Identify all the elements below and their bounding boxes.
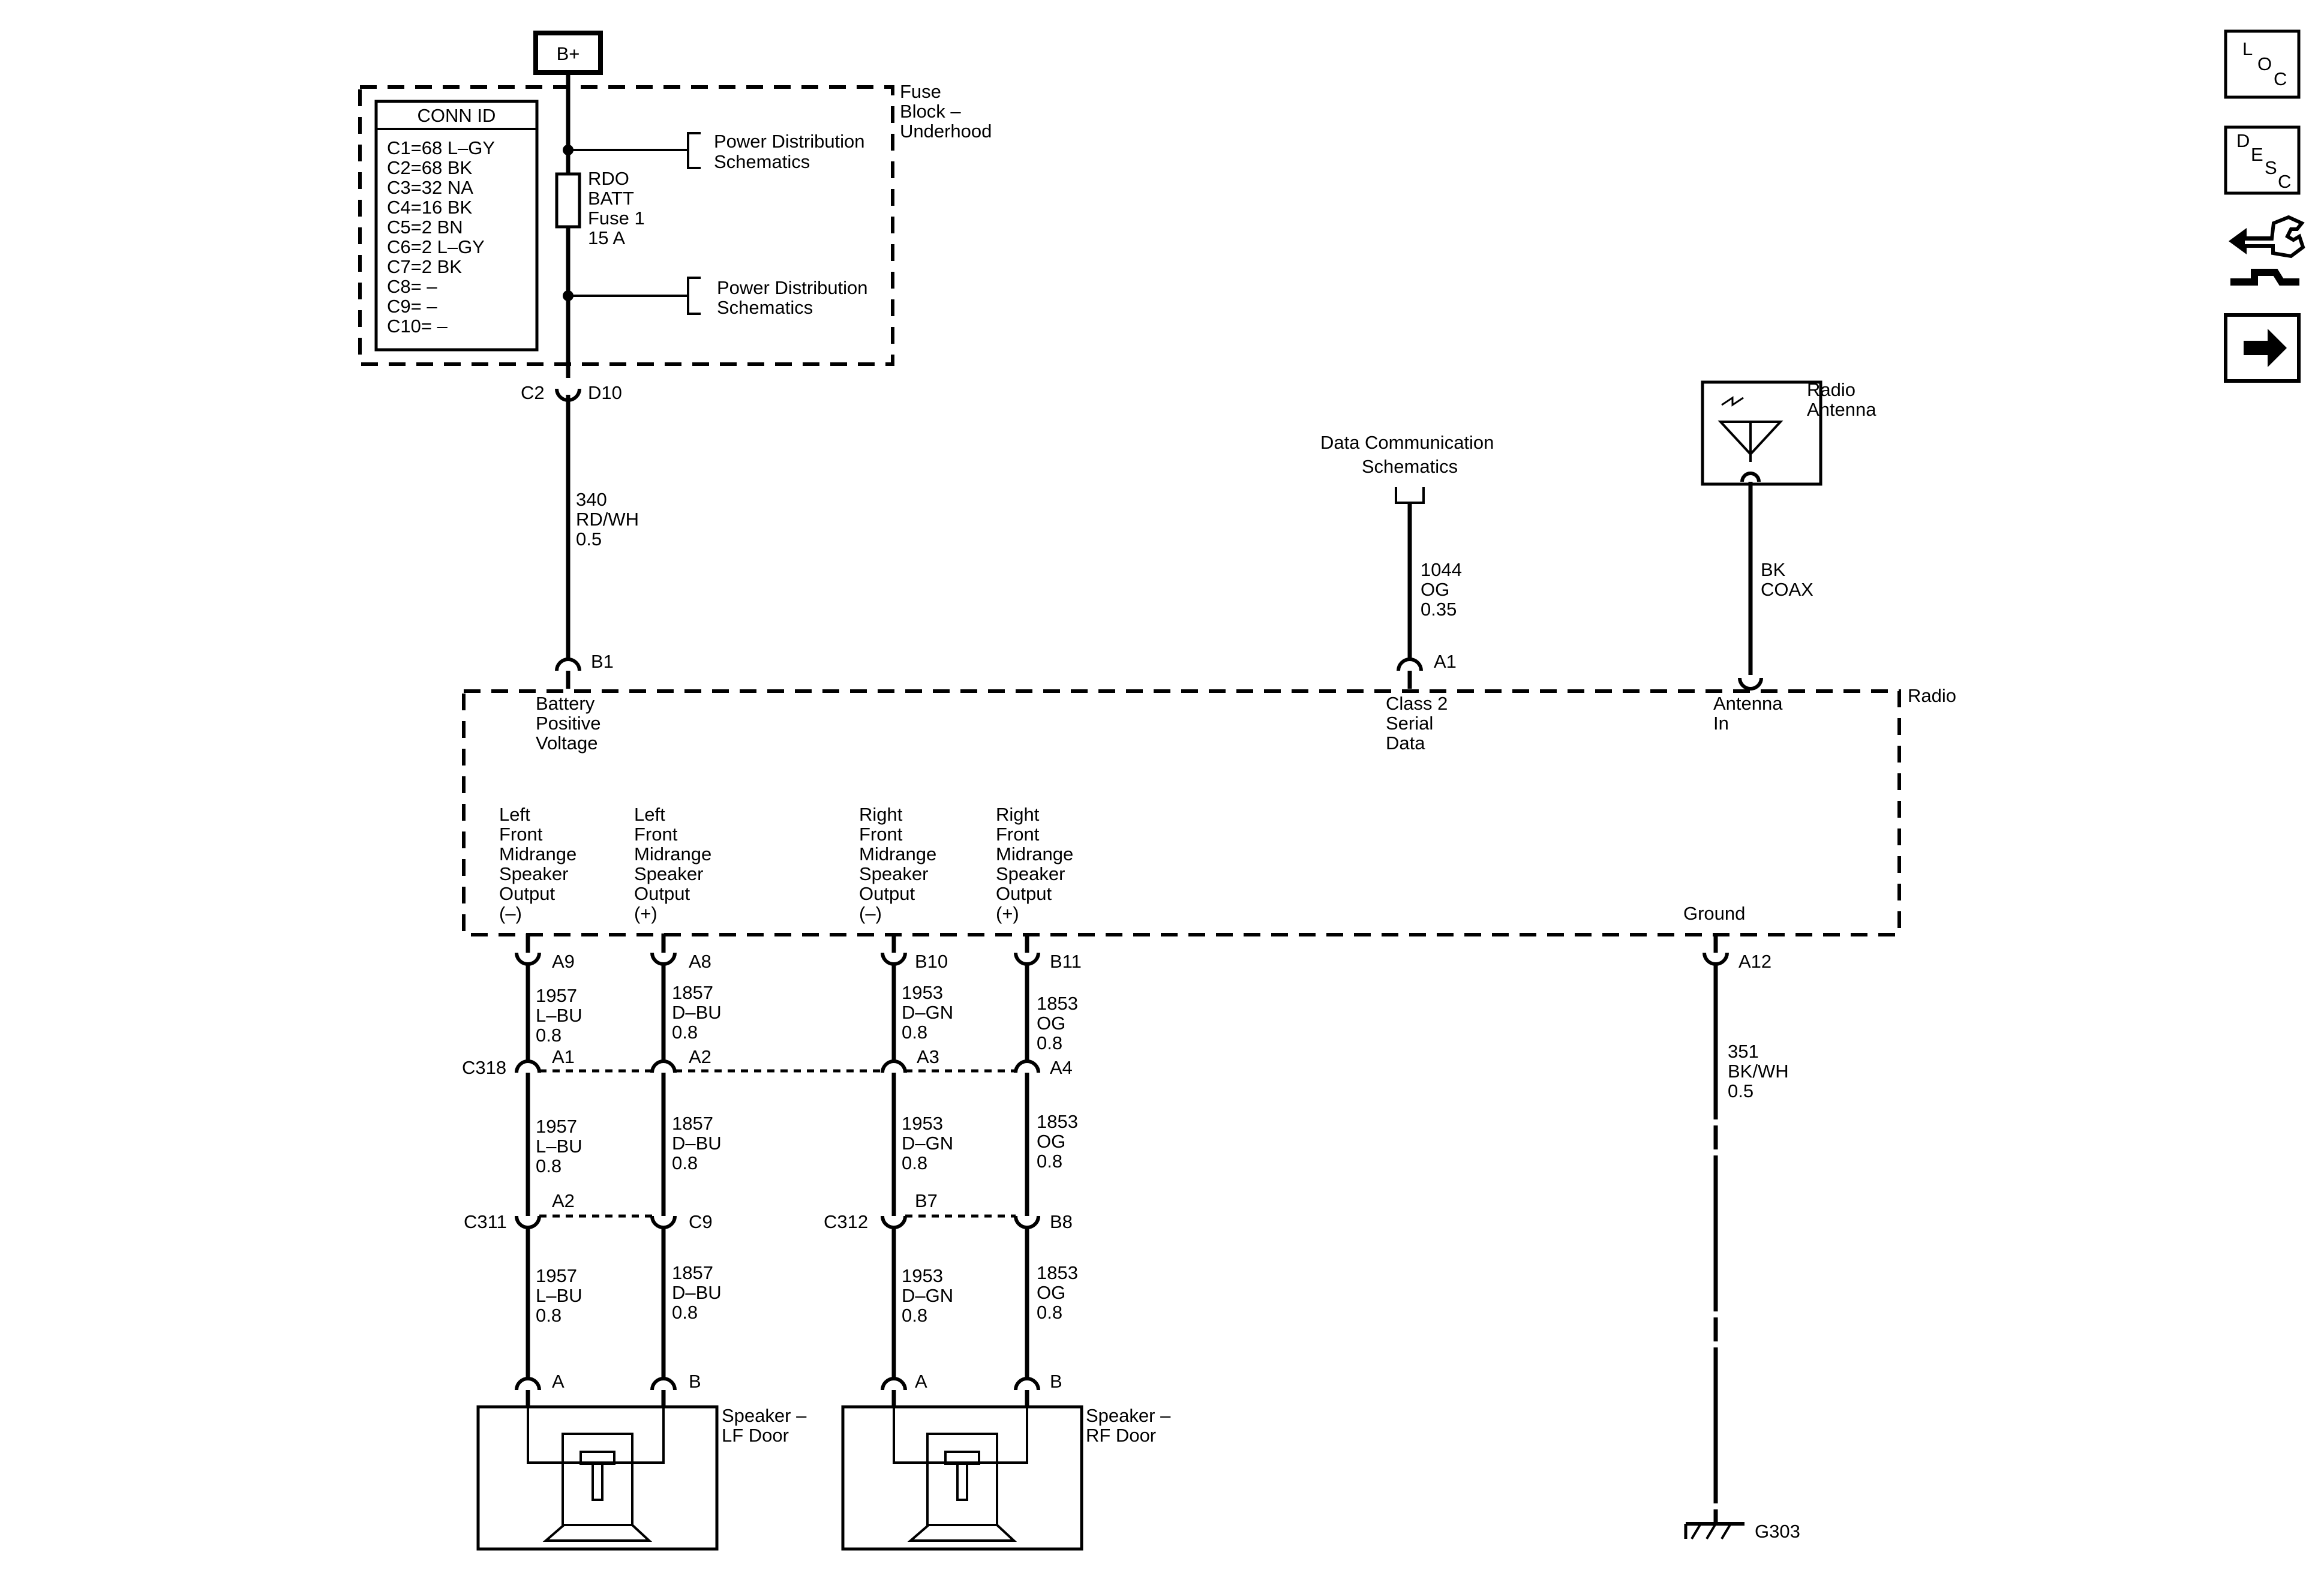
pin-b11: B11: [1050, 951, 1082, 972]
conn-id-table: CONN ID C1=68 L–GY C2=68 BK C3=32 NA C4=…: [374, 100, 539, 352]
svg-text:O: O: [2257, 53, 2272, 74]
pin-a12: A12: [1739, 951, 1771, 972]
antenna-in-label: Antenna In: [1713, 693, 1788, 734]
pin-b10: B10: [915, 951, 948, 972]
output-rf-neg-label: Right Front Midrange Speaker Output (–): [859, 804, 942, 924]
speaker-wiring: [515, 933, 1040, 1407]
connector-icon[interactable]: [2229, 215, 2305, 286]
conn-id-title: CONN ID: [418, 105, 496, 126]
svg-text:S: S: [2265, 157, 2277, 178]
pin-c318-a2: A2: [689, 1046, 711, 1067]
pin-a8: A8: [689, 951, 711, 972]
loc-button[interactable]: L O C: [2224, 29, 2301, 99]
arrow-right-icon[interactable]: [2224, 313, 2301, 383]
pds-label-2: Power Distribution Schematics: [717, 277, 873, 318]
pin-lf-b: B: [689, 1371, 701, 1392]
wire-1044-label: 1044 OG 0.35: [1421, 559, 1467, 620]
fuse-label: RDO BATT Fuse 1 15 A: [588, 168, 650, 248]
class2-label: Class 2 Serial Data: [1386, 693, 1453, 754]
pin-lf-a: A: [552, 1371, 565, 1392]
connector-c318: C318: [462, 1057, 506, 1078]
pin-a9: A9: [552, 951, 575, 972]
pds-label-1: Power Distribution Schematics: [714, 131, 870, 172]
svg-text:L: L: [2242, 38, 2253, 59]
connector-c312: C312: [824, 1211, 868, 1232]
pin-c312-b8: B8: [1050, 1211, 1073, 1232]
speaker-rf-label: Speaker – RF Door: [1086, 1405, 1176, 1446]
svg-text:E: E: [2251, 144, 2263, 165]
desc-button[interactable]: D E S C: [2224, 125, 2301, 195]
radio-module: [462, 689, 1901, 936]
wire-351-label: 351 BK/WH 0.5: [1728, 1041, 1794, 1101]
pin-c311-a2: A2: [552, 1190, 575, 1211]
ground-label: Ground: [1683, 903, 1745, 924]
connector-c311: C311: [464, 1211, 507, 1232]
output-rf-pos-label: Right Front Midrange Speaker Output (+): [996, 804, 1079, 924]
c2-label: C2: [521, 382, 545, 403]
coax-label: BK COAX: [1761, 559, 1813, 600]
pin-rf-b: B: [1050, 1371, 1062, 1392]
bplus-label: B+: [557, 43, 580, 64]
fuse-block-label: Fuse Block – Underhood: [900, 81, 992, 142]
antenna-label: Radio Antenna: [1807, 379, 1876, 420]
data-comm-label: Data Communication Schematics: [1320, 432, 1499, 477]
radio-label: Radio: [1908, 685, 1956, 706]
a1-label: A1: [1434, 651, 1457, 672]
pin-c318-a1: A1: [552, 1046, 575, 1067]
radio-antenna: [1701, 380, 1822, 486]
b1-label: B1: [591, 651, 614, 672]
battery-positive-label: Battery Positive Voltage: [536, 693, 606, 754]
svg-text:C: C: [2278, 171, 2291, 192]
fuse-symbol: [555, 172, 581, 229]
ground-symbol: [1684, 1522, 1744, 1540]
speaker-lf-label: Speaker – LF Door: [722, 1405, 812, 1446]
svg-text:C: C: [2274, 68, 2287, 89]
pin-c318-a4: A4: [1050, 1057, 1073, 1078]
fuse-block-underhood: [358, 85, 894, 366]
speaker-rf-door: [841, 1405, 1083, 1551]
pin-rf-a: A: [915, 1371, 927, 1392]
pin-c318-a3: A3: [917, 1046, 939, 1067]
svg-text:D: D: [2236, 130, 2250, 151]
wire-340-label: 340 RD/WH 0.5: [576, 489, 644, 550]
pin-c312-b7: B7: [915, 1190, 938, 1211]
conn-id-rows: C1=68 L–GY C2=68 BK C3=32 NA C4=16 BK C5…: [387, 137, 500, 337]
output-lf-neg-label: Left Front Midrange Speaker Output (–): [499, 804, 582, 924]
ground-g303: G303: [1755, 1521, 1800, 1542]
pin-c311-c9: C9: [689, 1211, 713, 1232]
speaker-lf-door: [476, 1405, 719, 1551]
output-lf-pos-label: Left Front Midrange Speaker Output (+): [634, 804, 717, 924]
bplus-source: B+: [533, 31, 603, 75]
d10-label: D10: [588, 382, 622, 403]
